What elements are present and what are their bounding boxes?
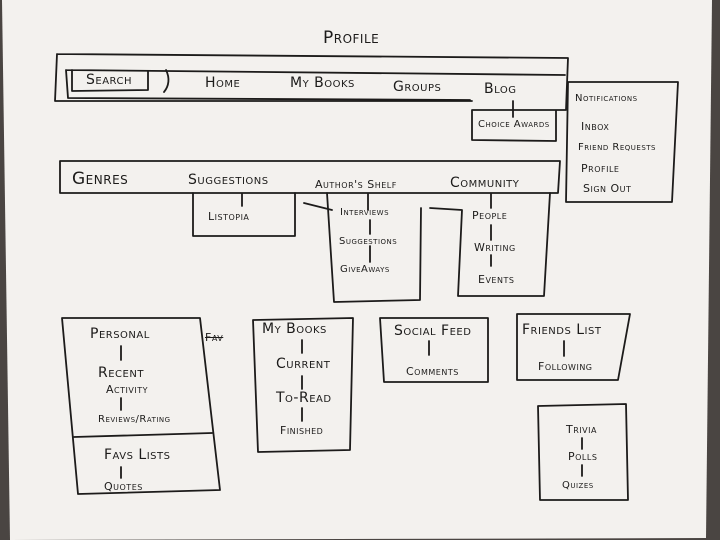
nav-groups: Groups	[393, 79, 442, 95]
nav-authors-shelf: Author's Shelf	[315, 178, 397, 191]
social-feed-title: Social Feed	[394, 323, 472, 339]
trivia-box	[537, 403, 629, 501]
community-writing: Writing	[474, 241, 516, 254]
page-title: Profile	[323, 28, 380, 48]
authors-suggestions: Suggestions	[339, 236, 398, 247]
community-people: People	[472, 209, 508, 222]
nav-genres: Genres	[72, 169, 129, 189]
my-books-to-read: To-Read	[276, 390, 332, 406]
personal-favs-lists: Favs Lists	[104, 447, 171, 463]
social-feed-box	[379, 317, 489, 383]
nav-home: Home	[205, 75, 241, 91]
social-feed-comments: Comments	[406, 365, 459, 378]
my-books-current: Current	[276, 356, 331, 372]
personal-quotes: Quotes	[104, 480, 143, 493]
trivia-title: Trivia	[566, 423, 597, 436]
nav-suggestions: Suggestions	[188, 172, 269, 188]
authors-interviews: Interviews	[340, 207, 390, 218]
authors-giveaways: GiveAways	[340, 264, 390, 275]
personal-scratch: Fav	[205, 331, 224, 344]
menu-profile: Profile	[581, 162, 620, 175]
top-nav-inner	[65, 69, 566, 101]
friends-list-box	[516, 313, 631, 381]
trivia-quizes: Quizes	[562, 480, 594, 491]
nav-choice-awards: Choice Awards	[478, 119, 550, 130]
nav-community: Community	[450, 175, 520, 191]
personal-box	[61, 317, 221, 495]
my-books-box	[252, 317, 354, 453]
personal-recent: Recent	[98, 365, 144, 381]
search-box	[71, 69, 149, 92]
authors-connectors	[367, 193, 371, 263]
menu-friend-requests: Friend Requests	[578, 142, 656, 153]
my-books-finished: Finished	[280, 424, 324, 437]
menu-inbox: Inbox	[581, 120, 610, 133]
nav-my-books: My Books	[290, 75, 355, 91]
friends-list-title: Friends List	[522, 322, 602, 338]
listopia-box	[192, 192, 296, 237]
menu-notifications: Notifications	[575, 93, 638, 104]
personal-reviews-rating: Reviews/Rating	[98, 414, 171, 425]
community-events: Events	[478, 273, 515, 286]
sketch-lines	[54, 53, 679, 501]
friends-list-following: Following	[538, 360, 593, 373]
personal-activity: Activity	[106, 383, 148, 396]
authors-box	[303, 192, 422, 303]
my-books-title: My Books	[262, 321, 327, 337]
menu-sign-out: Sign Out	[583, 182, 632, 195]
nav-blog: Blog	[484, 81, 517, 97]
secondary-nav-box	[59, 160, 561, 194]
top-nav-box	[54, 53, 569, 142]
personal-title: Personal	[90, 326, 150, 342]
account-menu-box	[565, 81, 679, 203]
nav-listopia: Listopia	[208, 210, 250, 223]
nav-search: Search	[86, 72, 132, 88]
trivia-polls: Polls	[568, 450, 598, 463]
community-box	[429, 192, 551, 297]
search-divider	[163, 69, 170, 93]
personal-divider	[73, 432, 213, 438]
